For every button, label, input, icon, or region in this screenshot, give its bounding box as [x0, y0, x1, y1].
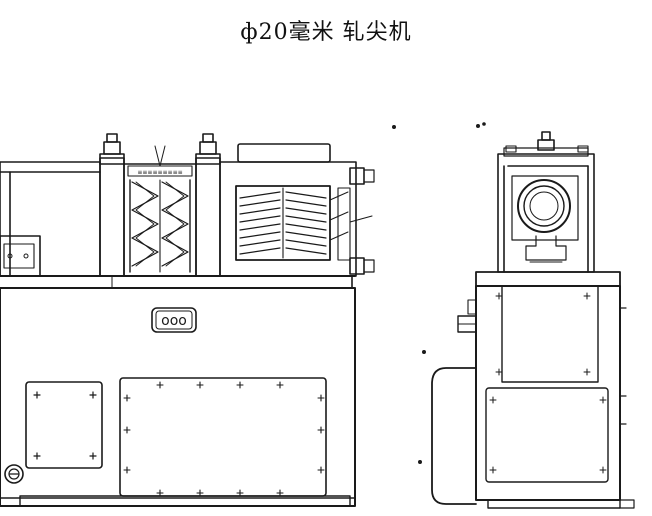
- right-column: [196, 134, 220, 276]
- counter-box: ooo: [152, 308, 196, 332]
- side-adjuster: [526, 236, 566, 262]
- left-column: [100, 134, 124, 288]
- counter-label: ooo: [161, 313, 187, 329]
- front-main-panel: [120, 378, 326, 496]
- rolling-head: ≡≡≡≡≡≡≡≡≡: [124, 146, 196, 276]
- handle-icon: [458, 300, 476, 332]
- drawing-title: ф20毫米 轧尖机: [240, 20, 412, 45]
- side-head: [498, 132, 594, 272]
- roller-icon: [518, 180, 570, 232]
- side-view: [432, 132, 634, 508]
- left-housing: [0, 162, 100, 276]
- gear-housing: [220, 144, 356, 276]
- svg-text:≡≡≡≡≡≡≡≡≡: ≡≡≡≡≡≡≡≡≡: [137, 169, 182, 176]
- side-cabinet: [476, 272, 634, 508]
- switch-knob-icon: [5, 465, 23, 483]
- side-motor: [432, 368, 476, 504]
- front-left-panel: [26, 382, 102, 468]
- bolt-icon: [350, 168, 374, 274]
- front-view: ooo: [0, 134, 374, 506]
